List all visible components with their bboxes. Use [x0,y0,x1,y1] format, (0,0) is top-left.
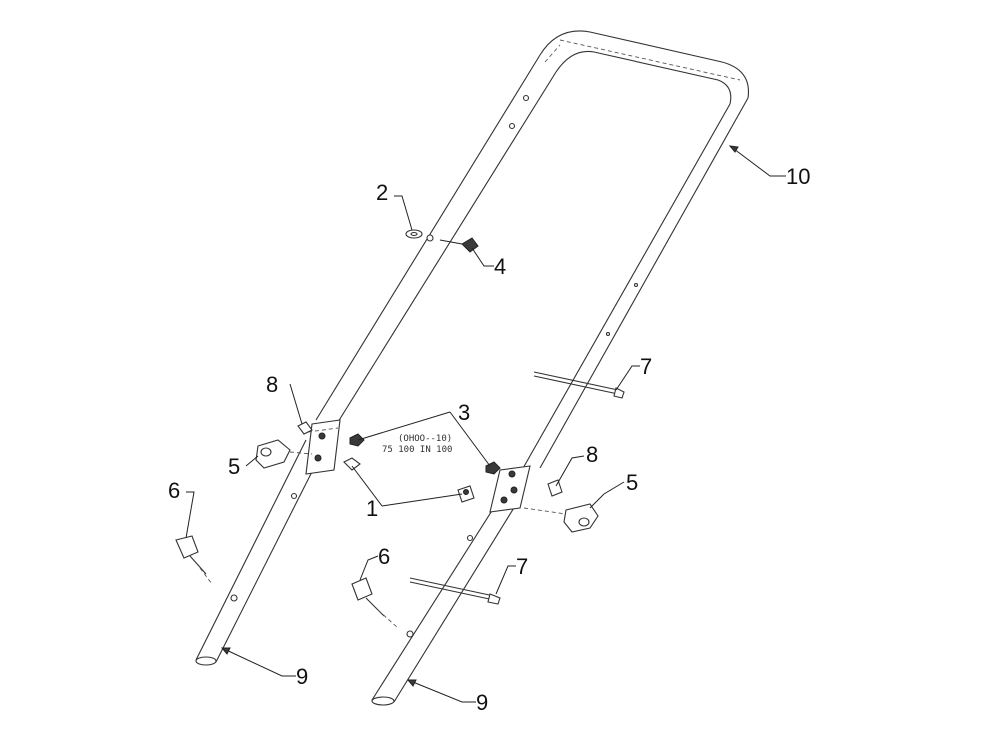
part-6-knob-left [175,535,213,585]
callout-6-right: 6 [378,544,390,569]
stamp-line-2: 75 100 IN 100 [382,445,452,455]
callout-2: 2 [376,180,388,205]
part-5-cam-lever-left [255,439,313,469]
callout-8-left: 8 [266,372,278,397]
callout-8-right: 8 [586,442,598,467]
callout-5-left: 5 [228,454,240,479]
callout-9-left: 9 [296,664,308,689]
part-1-bolt [343,457,475,503]
left-pivot-bracket [305,419,341,475]
callout-10: 10 [786,164,810,189]
part-8-bolt-left [297,421,313,435]
part-4-cable-guide [439,237,479,253]
part-8-bolt-right [547,479,563,497]
callout-9-right: 9 [476,690,488,715]
leader-lines [185,145,786,703]
part-6-knob-right [351,577,399,629]
lower-handle-tube-right [371,497,521,706]
callout-7-upper: 7 [640,354,652,379]
tube-stamp: (OHOO--10) 75 100 IN 100 [382,434,452,455]
stamp-line-1: (OHOO--10) [398,434,452,444]
callout-4: 4 [494,254,506,279]
part-7-carriage-bolt-upper [533,371,625,399]
callout-1: 1 [366,496,378,521]
lower-handle-tube-left [195,439,329,666]
callout-5-right: 5 [626,470,638,495]
upper-handle-tube [315,30,750,471]
callout-7-lower: 7 [516,554,528,579]
right-pivot-bracket [489,465,531,513]
callout-3: 3 [458,400,470,425]
callout-6-left: 6 [168,478,180,503]
callout-numbers: 10 2 4 7 8 3 5 1 8 5 6 6 7 9 9 [168,164,810,715]
part-7-carriage-bolt-lower [409,577,501,605]
part-5-cam-lever-right [523,503,599,533]
part-2-washer [405,229,423,239]
